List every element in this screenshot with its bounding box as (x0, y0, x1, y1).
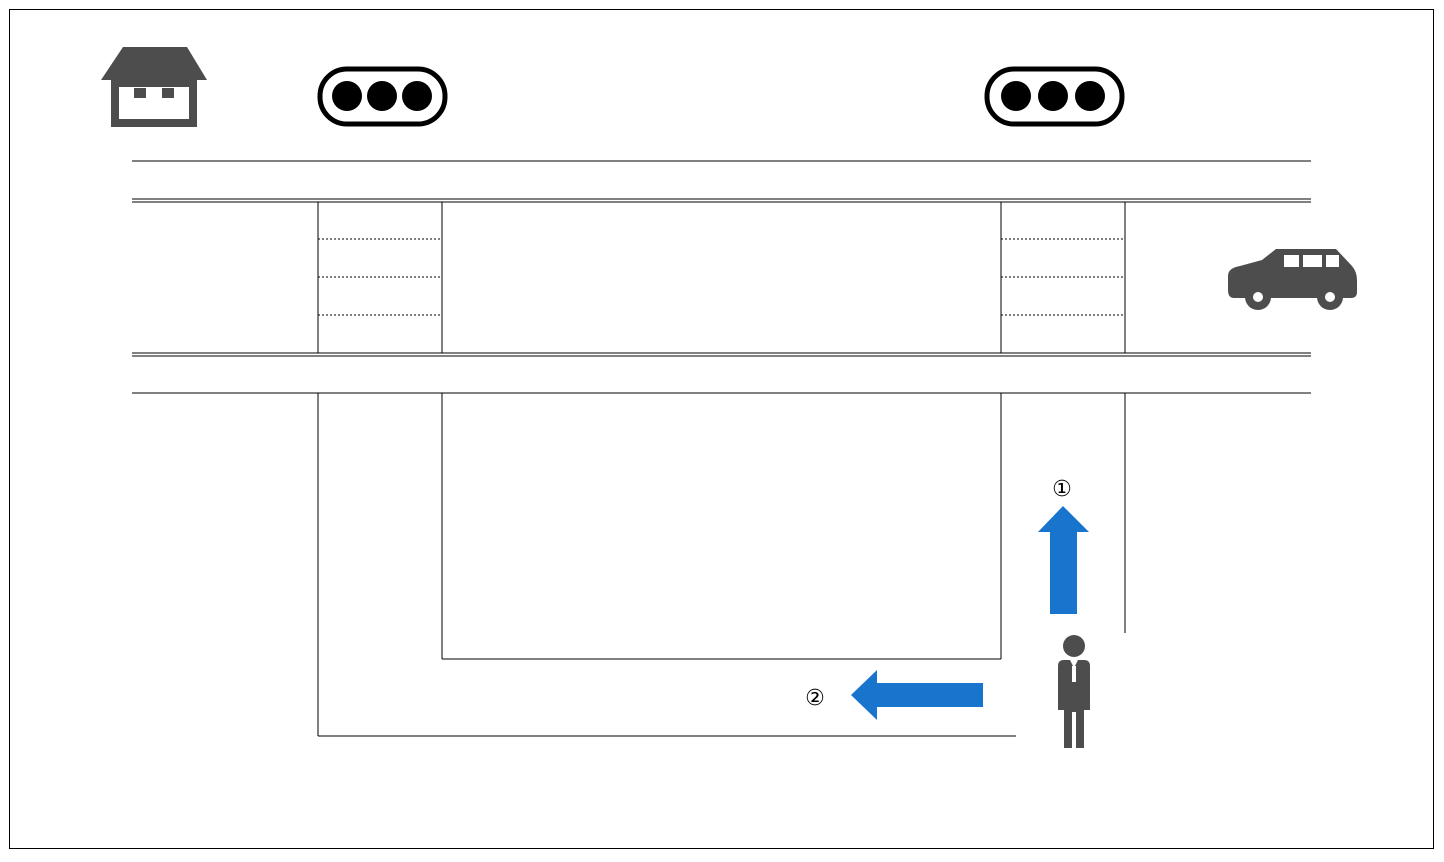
person-icon (1058, 635, 1090, 748)
crosswalk-right (1000, 202, 1126, 353)
arrow-up-label: ① (1052, 477, 1072, 502)
car-icon (1228, 249, 1357, 310)
road-lines (132, 160, 1311, 394)
arrow-up: ① (1038, 477, 1089, 614)
traffic-light-right-icon (984, 66, 1125, 127)
crosswalk-left (317, 202, 443, 353)
arrow-left: ② (805, 670, 983, 720)
arrow-left-label: ② (805, 686, 825, 711)
diagram-frame (9, 9, 1434, 849)
house-icon (101, 47, 207, 127)
lower-paths (317, 393, 1126, 737)
traffic-light-left-icon (317, 66, 448, 127)
